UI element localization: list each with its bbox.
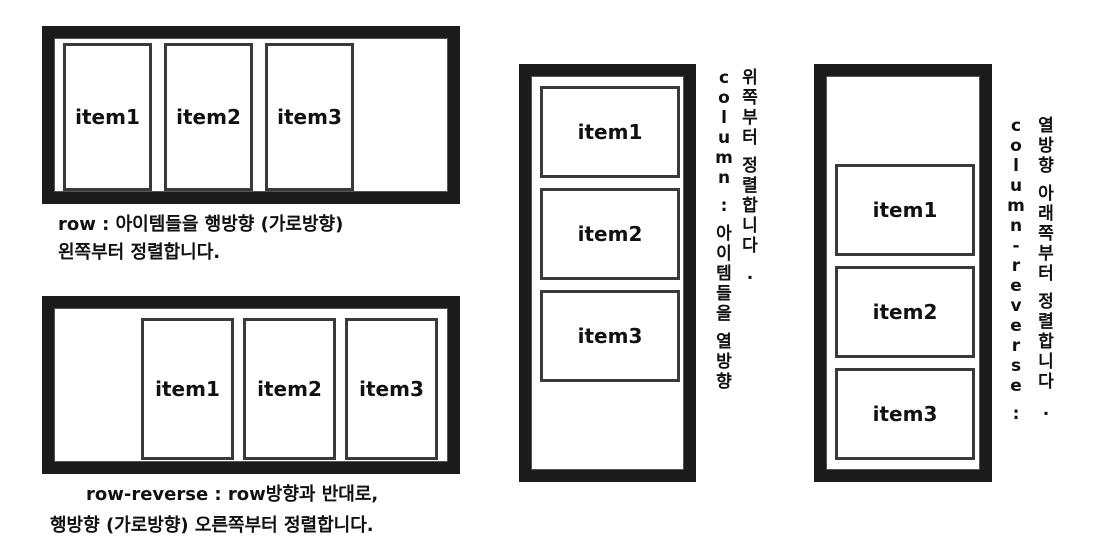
caption-char: 정 — [1038, 292, 1054, 312]
caption-char: 터 — [742, 128, 758, 148]
caption-char: o — [718, 88, 730, 108]
column-item-3: item3 — [540, 290, 680, 382]
caption-char: 래 — [1038, 204, 1054, 224]
column-reverse-item-2: item2 — [835, 266, 975, 358]
caption-char: 쪽 — [742, 88, 758, 108]
column-reverse-item-1: item1 — [835, 164, 975, 256]
caption-char: m — [1007, 196, 1025, 216]
caption-char: 렬 — [1038, 312, 1054, 332]
row-container: item1 item2 item3 — [42, 26, 460, 204]
row-caption-line-1: row : 아이템들을 행방향 (가로방향) — [58, 214, 344, 235]
caption-char: 방 — [716, 352, 732, 372]
caption-char: : — [1012, 404, 1020, 424]
row-item-1: item1 — [63, 43, 152, 191]
caption-char: 니 — [1038, 352, 1054, 372]
row-reverse-item-3: item3 — [345, 318, 438, 460]
row-item-2: item2 — [164, 43, 253, 191]
row-reverse-caption-line-1: row-reverse : row방향과 반대로, — [86, 484, 379, 505]
caption-char: e — [1010, 276, 1022, 296]
row-caption-line-2: 왼쪽부터 정렬합니다. — [58, 242, 221, 263]
caption-char: 위 — [742, 68, 758, 88]
caption-char: - — [1012, 236, 1020, 256]
caption-char: s — [1010, 356, 1022, 376]
caption-char: c — [718, 68, 730, 88]
caption-char: 열 — [1038, 116, 1054, 136]
caption-char: 을 — [716, 304, 732, 324]
caption-char: 렬 — [742, 176, 758, 196]
row-reverse-item-2: item2 — [243, 318, 336, 460]
column-reverse-container: item1 item2 item3 — [814, 64, 992, 482]
caption-char: 아 — [1038, 184, 1054, 204]
caption-char: 다 — [1038, 372, 1054, 392]
row-reverse-container: item1 item2 item3 — [42, 296, 460, 474]
caption-char: l — [1013, 156, 1019, 176]
caption-char: 정 — [742, 156, 758, 176]
caption-char: 터 — [1038, 264, 1054, 284]
caption-char: o — [1010, 136, 1022, 156]
caption-char: 부 — [1038, 244, 1054, 264]
caption-char: 템 — [716, 264, 732, 284]
caption-char: 아 — [716, 224, 732, 244]
caption-char: 들 — [716, 284, 732, 304]
column-container: item1 item2 item3 — [519, 64, 696, 482]
caption-char: v — [1010, 296, 1022, 316]
caption-char: 방 — [1038, 136, 1054, 156]
row-reverse-item-1: item1 — [141, 318, 234, 460]
column-item-1: item1 — [540, 86, 680, 178]
caption-char: r — [1011, 256, 1021, 276]
caption-char: e — [1010, 316, 1022, 336]
row-item-3: item3 — [265, 43, 354, 191]
caption-char: 다 — [742, 236, 758, 256]
caption-char: u — [717, 128, 731, 148]
caption-char: r — [1011, 336, 1021, 356]
caption-char: 니 — [742, 216, 758, 236]
caption-char: u — [1009, 176, 1023, 196]
caption-char: 향 — [716, 372, 732, 392]
caption-char: . — [1042, 400, 1050, 420]
column-reverse-item-3: item3 — [835, 368, 975, 460]
caption-char: m — [715, 148, 733, 168]
caption-char: n — [717, 168, 731, 188]
caption-char: n — [1009, 216, 1023, 236]
caption-char: 쪽 — [1038, 224, 1054, 244]
caption-char: : — [720, 196, 728, 216]
caption-char: 합 — [742, 196, 758, 216]
caption-char: 합 — [1038, 332, 1054, 352]
row-reverse-caption-line-2: 행방향 (가로방향) 오른쪽부터 정렬합니다. — [50, 515, 374, 536]
caption-char: l — [721, 108, 727, 128]
caption-char: 이 — [716, 244, 732, 264]
caption-char: c — [1010, 116, 1022, 136]
caption-char: 향 — [1038, 156, 1054, 176]
caption-char: 부 — [742, 108, 758, 128]
caption-char: e — [1010, 376, 1022, 396]
caption-char: . — [746, 264, 754, 284]
caption-char: 열 — [716, 332, 732, 352]
column-item-2: item2 — [540, 188, 680, 280]
